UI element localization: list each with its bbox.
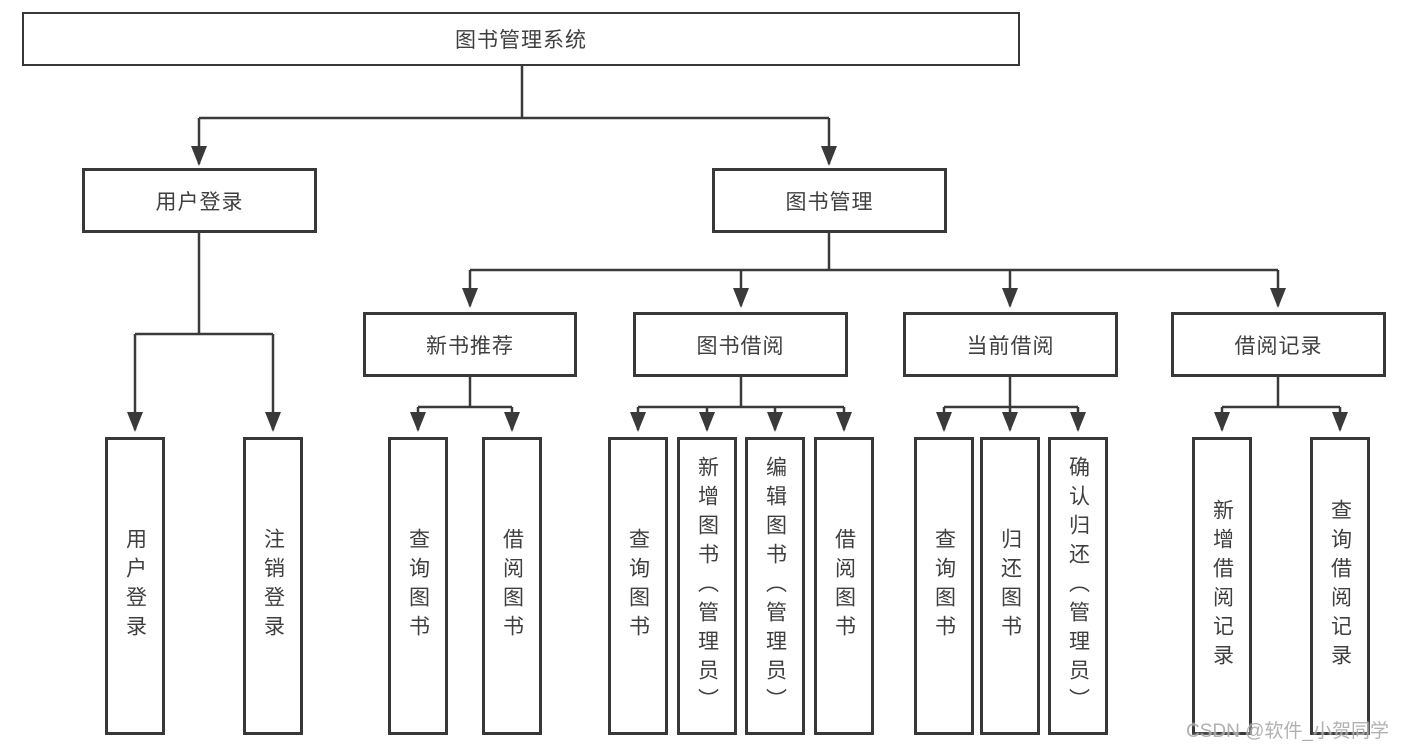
node-label: 新增借阅记录 — [1210, 499, 1234, 673]
node-new-book-recommendation: 新书推荐 — [363, 312, 577, 377]
node-label: 借阅图书 — [500, 528, 524, 644]
leaf-logout: 注销登录 — [243, 437, 303, 735]
node-label: 图书借阅 — [696, 334, 785, 358]
node-label: 查询图书 — [626, 528, 650, 644]
node-label: 归还图书 — [998, 528, 1022, 644]
connector-line — [135, 66, 1340, 409]
leaf-confirm-return-admin: 确认归还（管理员） — [1048, 437, 1108, 735]
leaf-borrow-books: 借阅图书 — [814, 437, 874, 735]
leaf-add-borrow-record: 新增借阅记录 — [1192, 437, 1252, 735]
node-label: 图书管理系统 — [455, 29, 587, 52]
node-label: 用户登录 — [155, 190, 244, 214]
node-root-library-system: 图书管理系统 — [22, 12, 1020, 66]
leaf-edit-books-admin: 编辑图书（管理员） — [745, 437, 805, 735]
leaf-borrow-books-recommend: 借阅图书 — [482, 437, 542, 735]
node-label: 编辑图书（管理员） — [763, 455, 787, 717]
node-label: 查询图书 — [406, 528, 430, 644]
node-current-borrowing: 当前借阅 — [903, 312, 1118, 377]
connector-group — [127, 66, 1348, 432]
node-label: 确认归还（管理员） — [1066, 455, 1090, 717]
node-borrowing-records: 借阅记录 — [1171, 312, 1386, 377]
node-label: 查询借阅记录 — [1328, 499, 1352, 673]
node-label: 新书推荐 — [426, 334, 514, 358]
leaf-return-books: 归还图书 — [980, 437, 1040, 735]
node-label: 图书管理 — [785, 190, 874, 214]
node-label: 注销登录 — [261, 528, 285, 644]
leaf-query-books-borrowing: 查询图书 — [608, 437, 668, 735]
node-book-management: 图书管理 — [712, 168, 947, 233]
leaf-user-login: 用户登录 — [105, 437, 165, 735]
leaf-query-books-current: 查询图书 — [914, 437, 974, 735]
node-label: 用户登录 — [123, 528, 147, 644]
leaf-query-books-recommend: 查询图书 — [388, 437, 448, 735]
node-label: 查询图书 — [932, 528, 956, 644]
node-user-login: 用户登录 — [82, 168, 317, 233]
leaf-query-borrow-record: 查询借阅记录 — [1310, 437, 1370, 735]
node-label: 当前借阅 — [966, 334, 1055, 358]
csdn-watermark: CSDN @软件_小贺同学 — [1186, 721, 1389, 742]
node-book-borrowing: 图书借阅 — [633, 312, 848, 377]
leaf-add-books-admin: 新增图书（管理员） — [677, 437, 737, 735]
node-label: 借阅图书 — [832, 528, 856, 644]
node-label: 借阅记录 — [1234, 334, 1323, 358]
node-label: 新增图书（管理员） — [695, 455, 719, 717]
